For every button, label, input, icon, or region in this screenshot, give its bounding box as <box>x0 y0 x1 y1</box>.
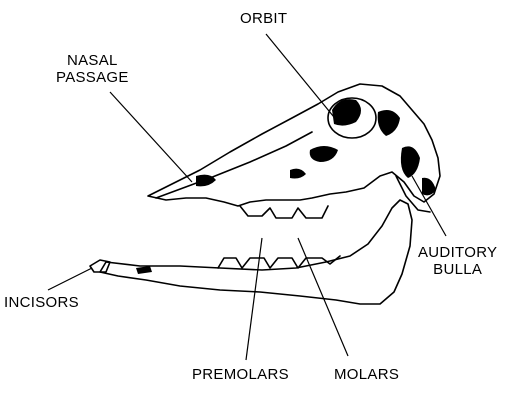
label-incisors: INCISORS <box>4 294 79 311</box>
leader-orbit <box>266 34 338 122</box>
label-molars: MOLARS <box>334 366 399 383</box>
label-orbit: ORBIT <box>240 10 287 27</box>
label-nasal-passage: NASAL PASSAGE <box>56 52 129 86</box>
bulla-shadow <box>401 146 420 178</box>
temporal-shadow <box>378 110 400 136</box>
leader-nasal-passage <box>110 92 192 182</box>
upper-tooth-row <box>240 206 328 218</box>
label-premolars: PREMOLARS <box>192 366 289 383</box>
lower-tooth-row <box>218 256 340 268</box>
maxilla-shadow <box>290 169 306 179</box>
leader-incisors <box>48 268 92 290</box>
cranium-outline <box>148 84 440 206</box>
nasal-ridge <box>156 132 312 198</box>
label-auditory-bulla: AUDITORY BULLA <box>418 244 497 278</box>
leader-premolars <box>246 238 262 360</box>
incisor-tip <box>90 260 110 272</box>
incisor-shadow <box>136 266 152 274</box>
zygomatic-shadow <box>310 146 338 162</box>
